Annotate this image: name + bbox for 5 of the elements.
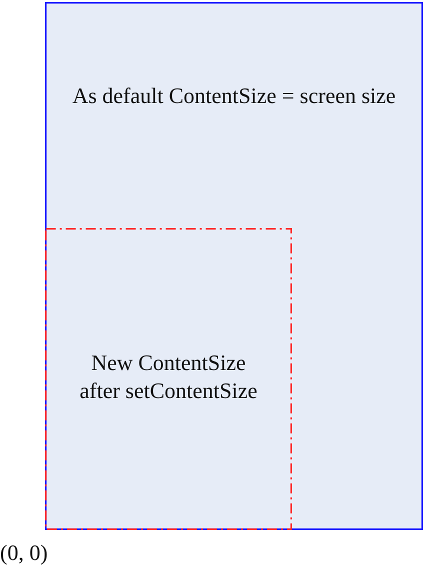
size-description-text: New ContentSize after setContentSize	[78, 349, 258, 405]
size-description-text: As default ContentSize = screen size	[71, 82, 397, 110]
content-size-box	[45, 228, 292, 530]
origin-coordinate-label: (0, 0)	[0, 540, 48, 566]
screen-area-box	[45, 2, 423, 530]
